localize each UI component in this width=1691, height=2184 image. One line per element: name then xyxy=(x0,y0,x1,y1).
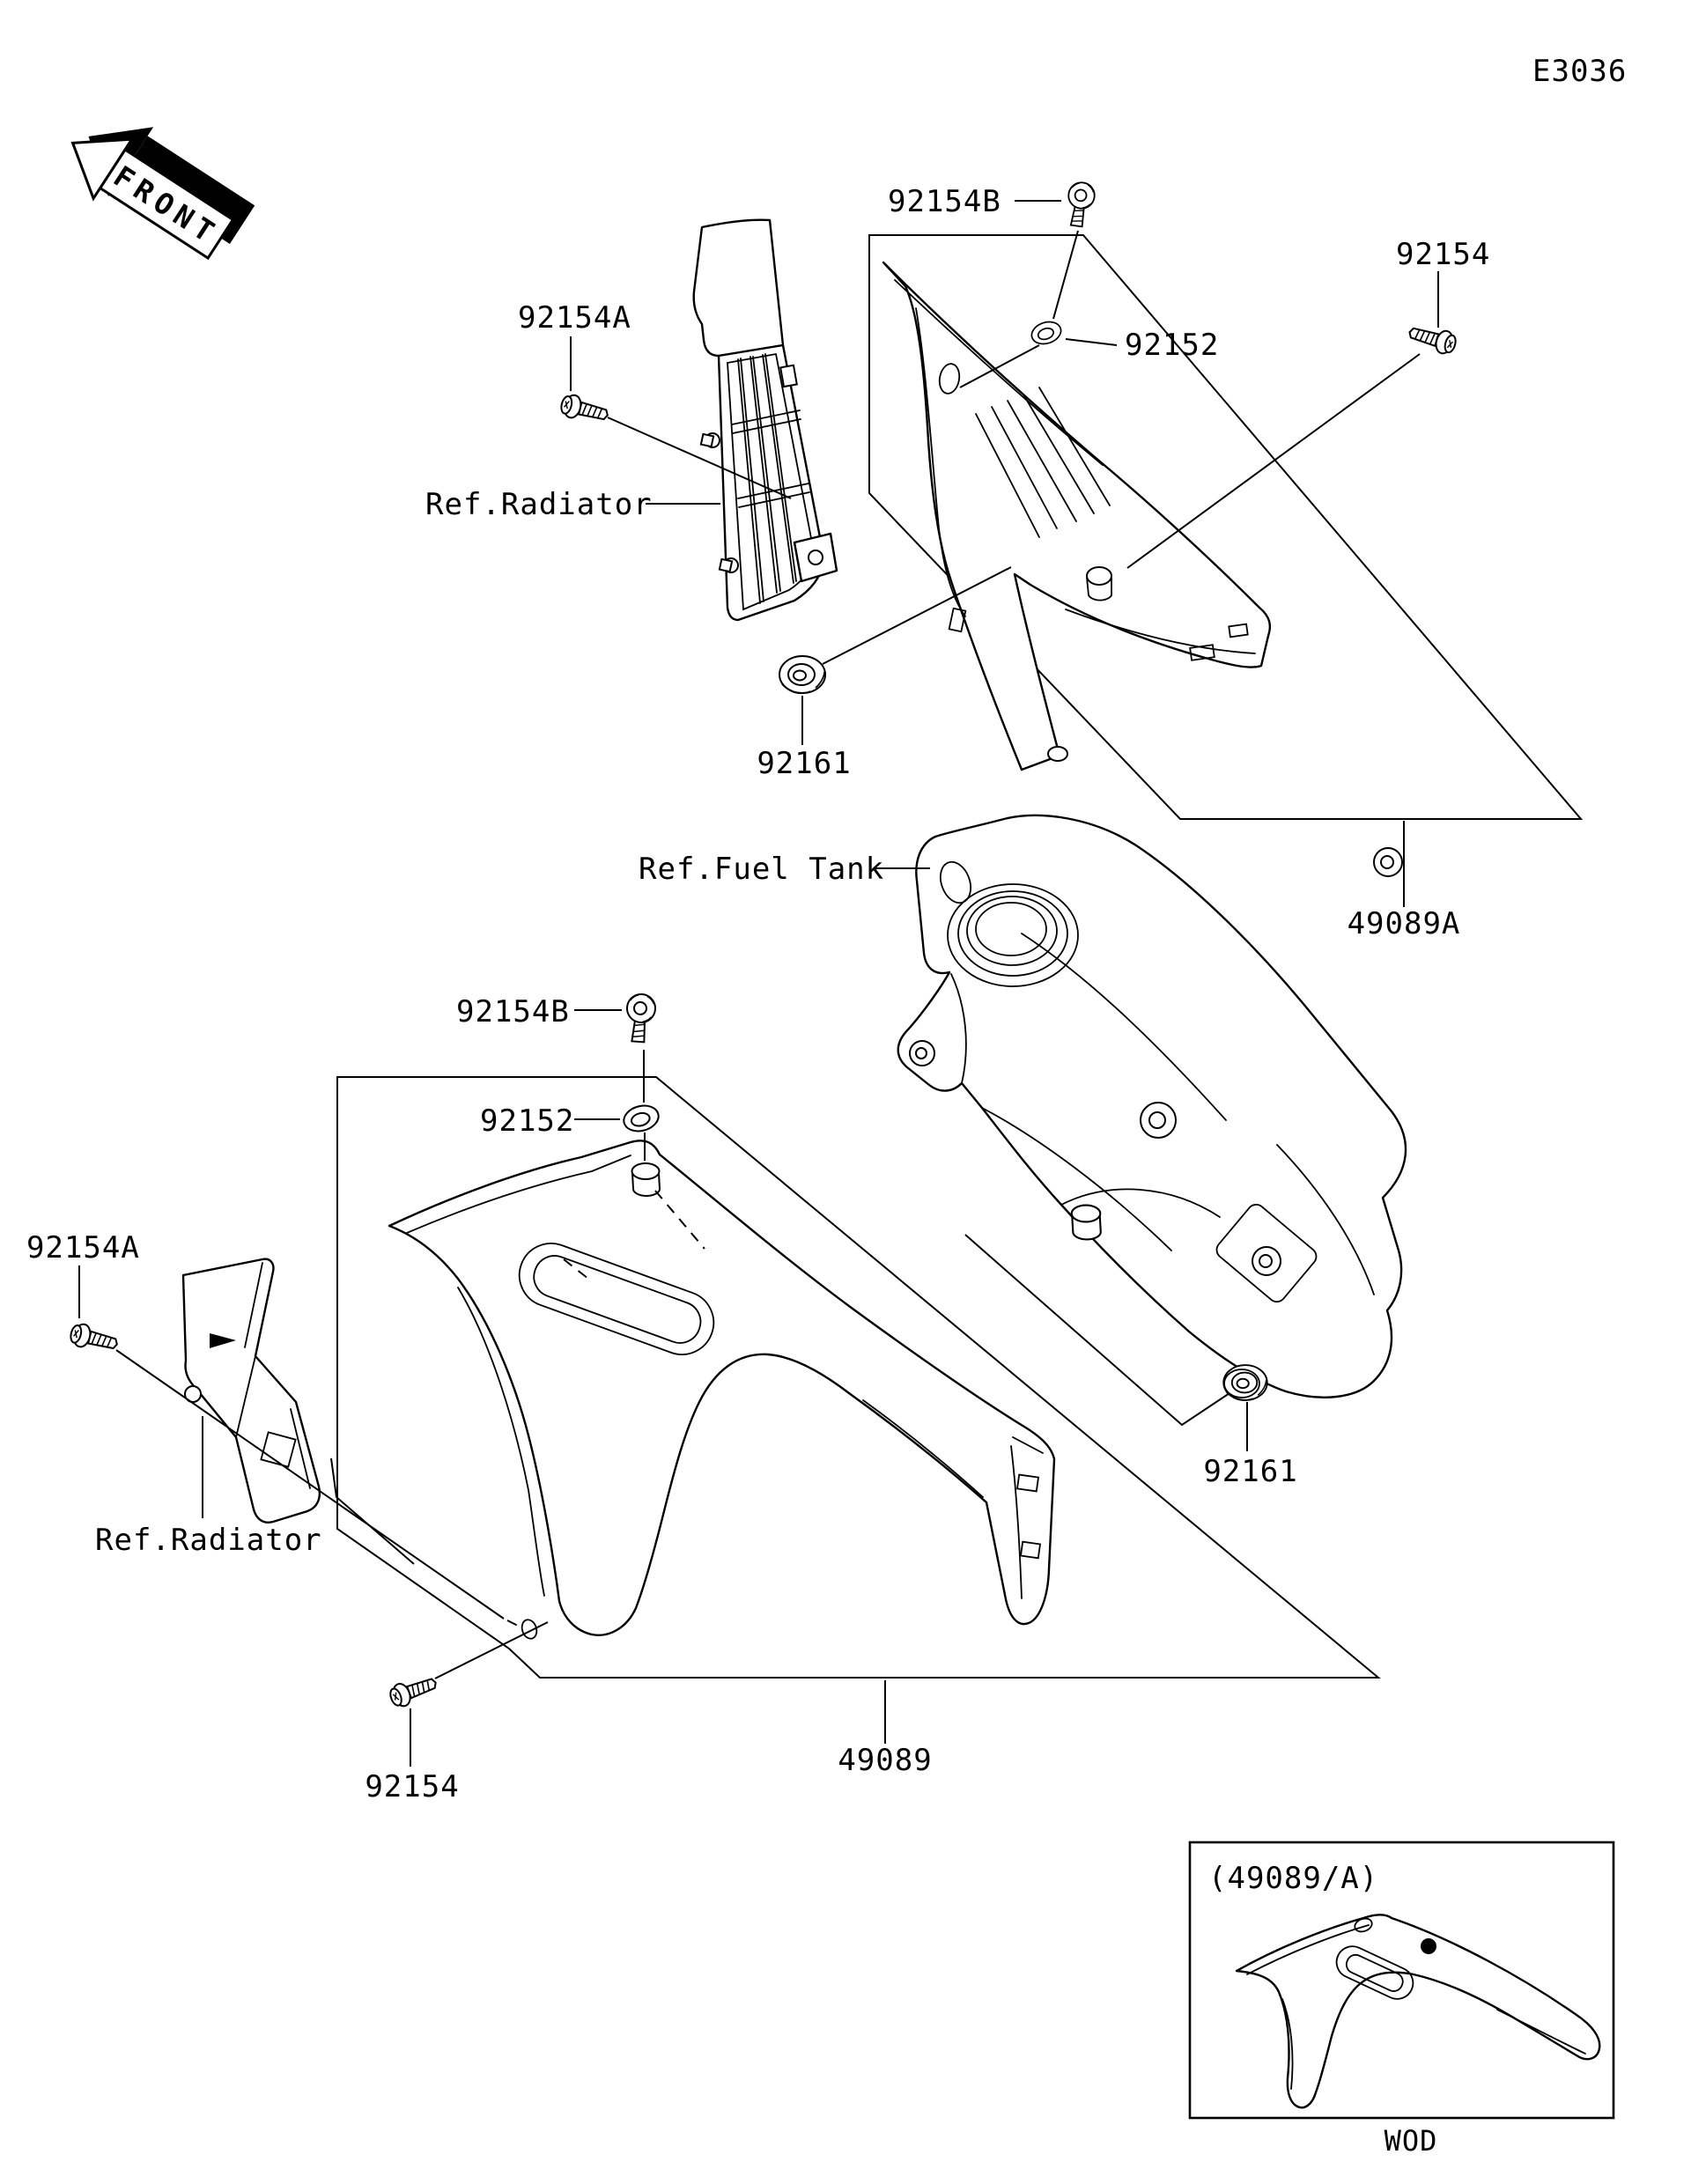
variant-shroud-drawing xyxy=(1235,1914,1601,2109)
screw-icon xyxy=(1405,320,1459,358)
callout-top-92154-label: 92154 xyxy=(1396,237,1490,272)
callout-left-92154a-label: 92154A xyxy=(26,1230,140,1265)
front-direction-arrow: FRONT xyxy=(70,127,255,261)
callout-mid-92152: 92152 xyxy=(480,1101,705,1280)
diagram-code: E3036 xyxy=(1532,54,1627,89)
callout-top-92152: 92152 xyxy=(1065,328,1219,363)
callout-top-ref-radiator: Ref.Radiator xyxy=(425,487,720,522)
callout-49089-label: 49089 xyxy=(838,1743,932,1778)
callout-top-ref-radiator-label: Ref.Radiator xyxy=(425,487,653,522)
screw-icon xyxy=(558,391,611,428)
callout-ref-fuel-tank: Ref.Fuel Tank xyxy=(639,852,930,887)
callout-top-92161-label: 92161 xyxy=(757,746,851,781)
callout-top-92161: 92161 xyxy=(757,566,1012,781)
upper-group-box xyxy=(868,234,1584,820)
callout-49089a: 49089A xyxy=(1348,821,1461,941)
callout-mid-92152-label: 92152 xyxy=(480,1103,574,1139)
screw-icon xyxy=(67,1320,121,1357)
callout-top-92154b: 92154B xyxy=(888,180,1097,388)
callout-bottom-92161-label: 92161 xyxy=(1203,1454,1297,1489)
radiator-screen-upper xyxy=(692,218,838,622)
fold-mark xyxy=(210,1333,236,1348)
callout-bottom-ref-radiator: Ref.Radiator xyxy=(95,1416,322,1558)
callout-ref-fuel-tank-label: Ref.Fuel Tank xyxy=(639,852,884,887)
variant-inset-caption: (49089/A) xyxy=(1208,1861,1378,1896)
callout-bottom-92161: 92161 xyxy=(964,1234,1297,1489)
callout-top-92154a-label: 92154A xyxy=(518,300,631,336)
screw-icon xyxy=(386,1671,441,1711)
mount-hole xyxy=(1421,1938,1436,1954)
callout-top-92154b-label: 92154B xyxy=(888,184,1001,219)
callout-bottom-92154: 92154 xyxy=(365,1621,549,1804)
radiator-screen-lower xyxy=(181,1258,415,1565)
callout-mid-92154b: 92154B xyxy=(456,992,658,1103)
callout-left-92154a: 92154A xyxy=(26,1230,538,1640)
callout-49089a-label: 49089A xyxy=(1348,906,1461,941)
plate-footer-code: WOD xyxy=(1385,2124,1438,2158)
variant-inset-box xyxy=(1188,1841,1615,2120)
bolt-icon xyxy=(624,992,658,1044)
washer-icon xyxy=(1028,317,1065,349)
lower-group-box xyxy=(336,1076,1381,1679)
callout-mid-92154b-label: 92154B xyxy=(456,994,570,1029)
callout-top-92152-label: 92152 xyxy=(1125,328,1219,363)
screw-icon xyxy=(1063,180,1097,229)
side-shroud-left-49089 xyxy=(388,1140,1056,1636)
variant-inset: (49089/A) WOD xyxy=(1188,1841,1615,2158)
damper-icon xyxy=(1222,1364,1268,1402)
callout-top-92154a: 92154A xyxy=(518,300,792,499)
fuel-tank xyxy=(897,814,1407,1398)
callout-bottom-92154-label: 92154 xyxy=(365,1769,459,1804)
front-arrowhead xyxy=(70,137,135,202)
callout-49089: 49089 xyxy=(838,1680,932,1778)
damper-icon xyxy=(779,655,826,695)
callout-bottom-ref-radiator-label: Ref.Radiator xyxy=(95,1523,322,1558)
washer-icon xyxy=(620,1101,662,1136)
side-shroud-right-49089A xyxy=(882,261,1272,771)
callout-top-92154: 92154 xyxy=(1126,237,1490,569)
